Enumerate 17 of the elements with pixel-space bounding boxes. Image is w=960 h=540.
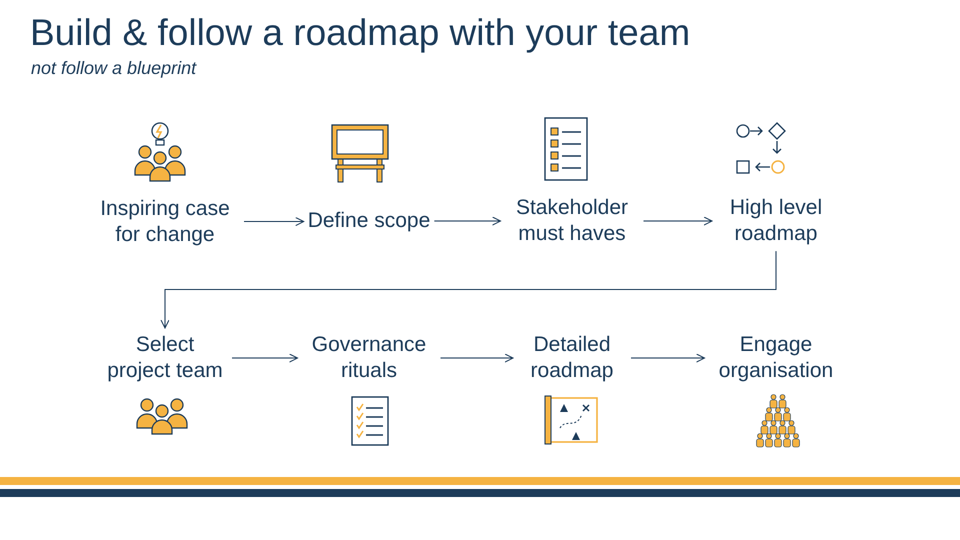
- step-label: Engage organisation: [708, 332, 844, 384]
- step-label: Select project team: [102, 332, 228, 384]
- step-label: Governance rituals: [302, 332, 436, 384]
- arrow: [244, 217, 304, 226]
- arrow: [232, 354, 298, 363]
- arrow: [160, 250, 776, 328]
- step-label: Inspiring case for change: [90, 196, 240, 248]
- arrow: [643, 216, 712, 226]
- slide-title: Build & follow a roadmap with your team: [30, 12, 690, 54]
- step-label: Detailed roadmap: [517, 332, 627, 384]
- arrow: [440, 354, 514, 363]
- subtitle: not follow a blueprint: [31, 58, 196, 79]
- step-label: Define scope: [308, 208, 430, 234]
- arrow: [434, 216, 501, 226]
- step-label: High level roadmap: [716, 195, 836, 248]
- arrow: [630, 354, 705, 363]
- step-label: Stakeholder must haves: [504, 195, 640, 248]
